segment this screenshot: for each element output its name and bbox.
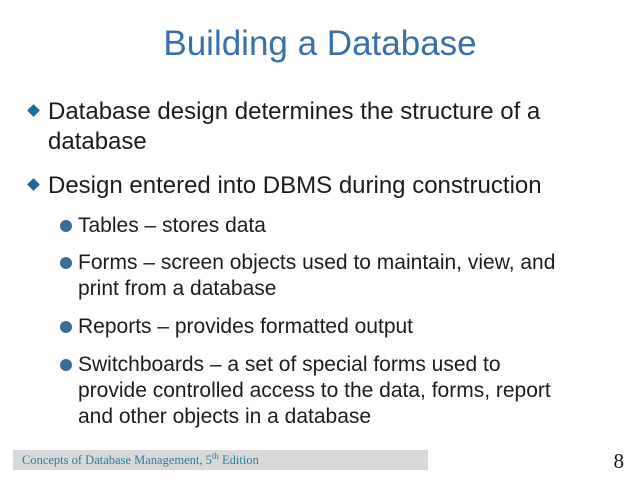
bullet-text: Reports – provides formatted output: [78, 315, 414, 338]
bullet-text: Design entered into DBMS during construc…: [48, 172, 542, 199]
circle-bullet-icon: [60, 359, 72, 371]
diamond-bullet-icon: [27, 178, 40, 191]
bullet-item-forms: Forms – screen objects used to maintain,…: [0, 250, 640, 302]
bullet-text: Database design determines the structure…: [48, 98, 541, 155]
bullet-text: Switchboards – a set of special forms us…: [78, 353, 551, 428]
circle-bullet-icon: [60, 257, 72, 269]
footer-bar: Concepts of Database Management, 5th Edi…: [13, 450, 428, 470]
bullet-item-database-design: Database design determines the structure…: [0, 97, 640, 157]
footer-citation-prefix: Concepts of Database Management, 5: [22, 453, 212, 467]
page-number: 8: [613, 449, 625, 473]
slide-title: Building a Database: [163, 24, 477, 63]
bullet-item-switchboards: Switchboards – a set of special forms us…: [0, 352, 640, 430]
footer-citation-suffix: Edition: [218, 453, 259, 467]
bullet-text: Tables – stores data: [78, 214, 266, 237]
bullet-item-tables: Tables – stores data: [0, 213, 640, 239]
bullet-text: Forms – screen objects used to maintain,…: [78, 251, 556, 300]
bullet-item-reports: Reports – provides formatted output: [0, 314, 640, 340]
circle-bullet-icon: [60, 321, 72, 333]
footer-citation: Concepts of Database Management, 5th Edi…: [13, 450, 428, 470]
circle-bullet-icon: [60, 220, 72, 232]
bullet-item-design-entered: Design entered into DBMS during construc…: [0, 171, 640, 201]
diamond-bullet-icon: [27, 104, 40, 117]
footer-citation-superscript: th: [211, 450, 219, 461]
bullet-list: Database design determines the structure…: [0, 97, 640, 430]
